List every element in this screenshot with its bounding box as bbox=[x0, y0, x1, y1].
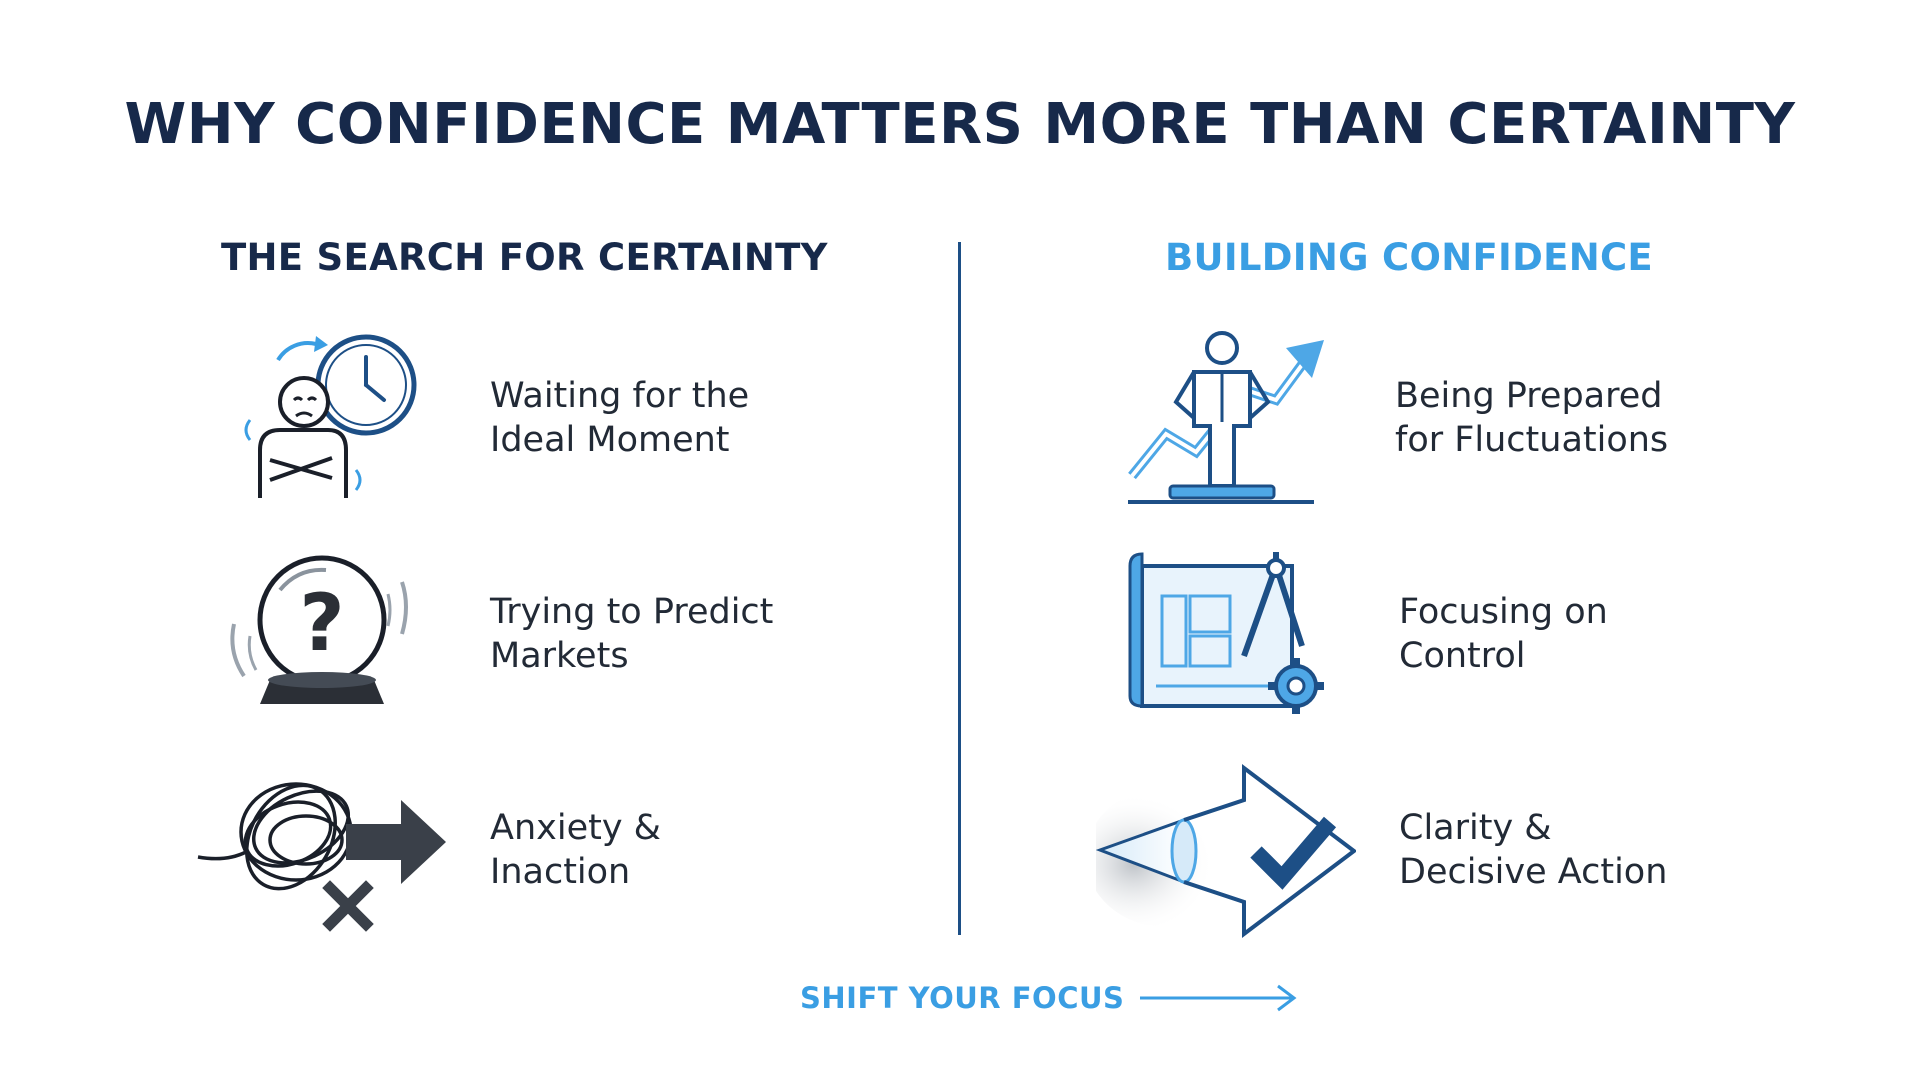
right-item-prepared: Being Prepared for Fluctuations bbox=[1395, 374, 1815, 462]
left-item-anxiety: Anxiety & Inaction bbox=[490, 806, 910, 894]
right-item-3-line-1: Clarity & bbox=[1399, 808, 1552, 848]
left-item-3-line-2: Inaction bbox=[490, 852, 631, 892]
right-item-control: Focusing on Control bbox=[1399, 590, 1819, 678]
column-divider bbox=[958, 242, 961, 935]
tangled-arrow-x-icon bbox=[196, 762, 456, 932]
right-item-1-line-2: for Fluctuations bbox=[1395, 420, 1669, 460]
stressed-person-clock-icon bbox=[236, 330, 426, 505]
left-column-heading: THE SEARCH FOR CERTAINTY bbox=[221, 236, 828, 279]
right-column-heading: BUILDING CONFIDENCE bbox=[1165, 236, 1653, 279]
left-item-1-line-1: Waiting for the bbox=[490, 376, 750, 416]
shift-focus-footer: SHIFT YOUR FOCUS bbox=[0, 978, 1920, 1022]
left-item-2-line-2: Markets bbox=[490, 636, 629, 676]
right-item-clarity: Clarity & Decisive Action bbox=[1399, 806, 1819, 894]
left-item-waiting: Waiting for the Ideal Moment bbox=[490, 374, 910, 462]
left-item-3-line-1: Anxiety & bbox=[490, 808, 661, 848]
left-item-1-line-2: Ideal Moment bbox=[490, 420, 730, 460]
confident-person-growth-arrow-icon bbox=[1126, 326, 1336, 506]
right-item-2-line-1: Focusing on bbox=[1399, 592, 1608, 632]
svg-text:?: ? bbox=[299, 579, 344, 669]
right-item-3-line-2: Decisive Action bbox=[1399, 852, 1668, 892]
left-item-2-line-1: Trying to Predict bbox=[490, 592, 774, 632]
right-item-1-line-1: Being Prepared bbox=[1395, 376, 1663, 416]
arrow-checkmark-icon bbox=[1096, 762, 1356, 942]
right-item-2-line-2: Control bbox=[1399, 636, 1526, 676]
left-item-predict: Trying to Predict Markets bbox=[490, 590, 910, 678]
page-title: WHY CONFIDENCE MATTERS MORE THAN CERTAIN… bbox=[124, 92, 1796, 157]
blueprint-compass-gear-icon bbox=[1126, 546, 1336, 726]
shift-focus-label: SHIFT YOUR FOCUS bbox=[800, 981, 1125, 1015]
footer-arrow bbox=[620, 984, 1297, 1012]
crystal-ball-question-icon: ? bbox=[222, 552, 422, 717]
